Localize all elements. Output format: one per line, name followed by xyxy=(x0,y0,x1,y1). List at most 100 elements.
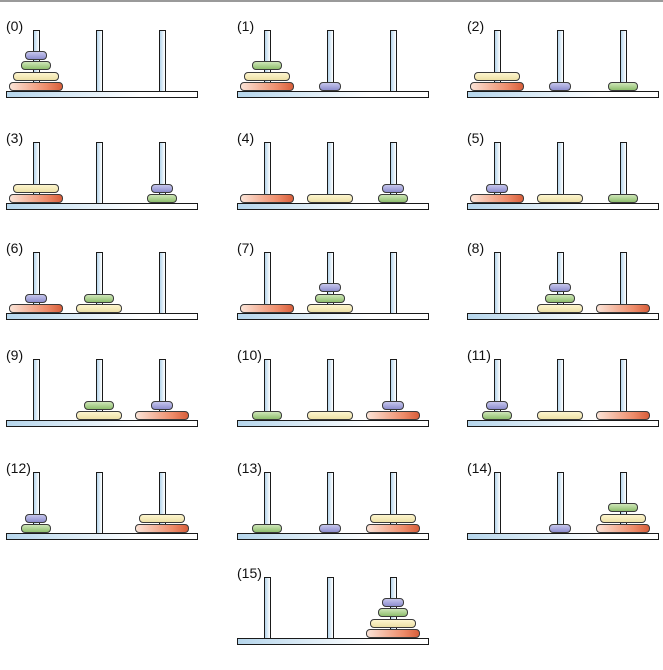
disk-1 xyxy=(151,400,173,410)
disk-4 xyxy=(596,411,650,420)
peg-3 xyxy=(158,252,166,314)
step-panel: (9) xyxy=(6,347,206,452)
disk-2 xyxy=(84,400,114,410)
step-label: (12) xyxy=(6,460,31,476)
disk-3 xyxy=(370,513,416,523)
step-label: (1) xyxy=(237,18,255,34)
disk-1 xyxy=(486,183,508,193)
step-label: (6) xyxy=(6,240,24,256)
step-panel: (13) xyxy=(237,460,437,565)
disk-2 xyxy=(252,411,282,420)
disk-2 xyxy=(608,503,638,512)
step-label: (5) xyxy=(467,130,485,146)
disk-1 xyxy=(319,82,341,91)
disk-4 xyxy=(135,411,189,420)
disk-3 xyxy=(474,71,520,81)
disk-3 xyxy=(600,513,646,523)
step-panel: (10) xyxy=(237,347,437,452)
disk-4 xyxy=(596,304,650,313)
disk-2 xyxy=(21,524,51,533)
peg-2 xyxy=(95,142,103,204)
peg-2 xyxy=(95,30,103,92)
step-label: (8) xyxy=(467,240,485,256)
disk-2 xyxy=(252,61,282,70)
disk-3 xyxy=(537,411,583,420)
disk-4 xyxy=(135,524,189,533)
disk-1 xyxy=(382,400,404,410)
disk-2 xyxy=(378,608,408,617)
disk-4 xyxy=(240,304,294,313)
disk-3 xyxy=(244,71,290,81)
disk-2 xyxy=(252,524,282,533)
disk-1 xyxy=(25,293,47,303)
disk-4 xyxy=(470,194,524,203)
peg-1 xyxy=(493,472,501,534)
base-board xyxy=(467,313,659,320)
step-label: (7) xyxy=(237,240,255,256)
step-panel: (2) xyxy=(467,18,663,123)
step-label: (11) xyxy=(467,347,491,363)
disk-2 xyxy=(84,293,114,303)
step-panel: (1) xyxy=(237,18,437,123)
top-divider-line xyxy=(0,0,663,2)
peg-3 xyxy=(389,252,397,314)
step-label: (14) xyxy=(467,460,492,476)
disk-4 xyxy=(470,82,524,91)
base-board xyxy=(237,420,429,427)
disk-1 xyxy=(319,283,341,292)
step-label: (3) xyxy=(6,130,24,146)
disk-3 xyxy=(537,304,583,313)
disk-1 xyxy=(382,183,404,193)
disk-2 xyxy=(315,293,345,303)
step-panel: (6) xyxy=(6,240,206,345)
disk-1 xyxy=(549,82,571,91)
disk-3 xyxy=(537,194,583,203)
disk-4 xyxy=(366,629,420,638)
disk-4 xyxy=(9,82,63,91)
base-board xyxy=(237,533,429,540)
disk-4 xyxy=(240,194,294,203)
base-board xyxy=(6,533,198,540)
disk-2 xyxy=(147,194,177,203)
base-board xyxy=(467,91,659,98)
disk-2 xyxy=(21,61,51,70)
disk-2 xyxy=(608,194,638,203)
disk-1 xyxy=(319,524,341,533)
disk-3 xyxy=(370,618,416,628)
disk-3 xyxy=(76,304,122,313)
disk-4 xyxy=(366,411,420,420)
step-label: (4) xyxy=(237,130,255,146)
base-board xyxy=(237,203,429,210)
peg-2 xyxy=(95,472,103,534)
peg-3 xyxy=(389,30,397,92)
disk-1 xyxy=(25,513,47,523)
disk-1 xyxy=(151,183,173,193)
peg-1 xyxy=(263,577,271,639)
disk-4 xyxy=(9,304,63,313)
step-panel: (11) xyxy=(467,347,663,452)
step-label: (2) xyxy=(467,18,485,34)
step-panel: (12) xyxy=(6,460,206,565)
base-board xyxy=(467,420,659,427)
disk-1 xyxy=(382,597,404,607)
step-panel: (14) xyxy=(467,460,663,565)
disk-4 xyxy=(596,524,650,533)
disk-4 xyxy=(240,82,294,91)
base-board xyxy=(6,203,198,210)
base-board xyxy=(6,313,198,320)
step-panel: (8) xyxy=(467,240,663,345)
peg-3 xyxy=(158,30,166,92)
step-panel: (5) xyxy=(467,130,663,235)
step-panel: (7) xyxy=(237,240,437,345)
disk-1 xyxy=(486,400,508,410)
step-label: (13) xyxy=(237,460,262,476)
disk-3 xyxy=(307,194,353,203)
disk-1 xyxy=(549,283,571,292)
disk-1 xyxy=(549,524,571,533)
base-board xyxy=(6,420,198,427)
disk-3 xyxy=(307,411,353,420)
disk-2 xyxy=(378,194,408,203)
disk-3 xyxy=(13,71,59,81)
disk-2 xyxy=(608,82,638,91)
base-board xyxy=(467,533,659,540)
